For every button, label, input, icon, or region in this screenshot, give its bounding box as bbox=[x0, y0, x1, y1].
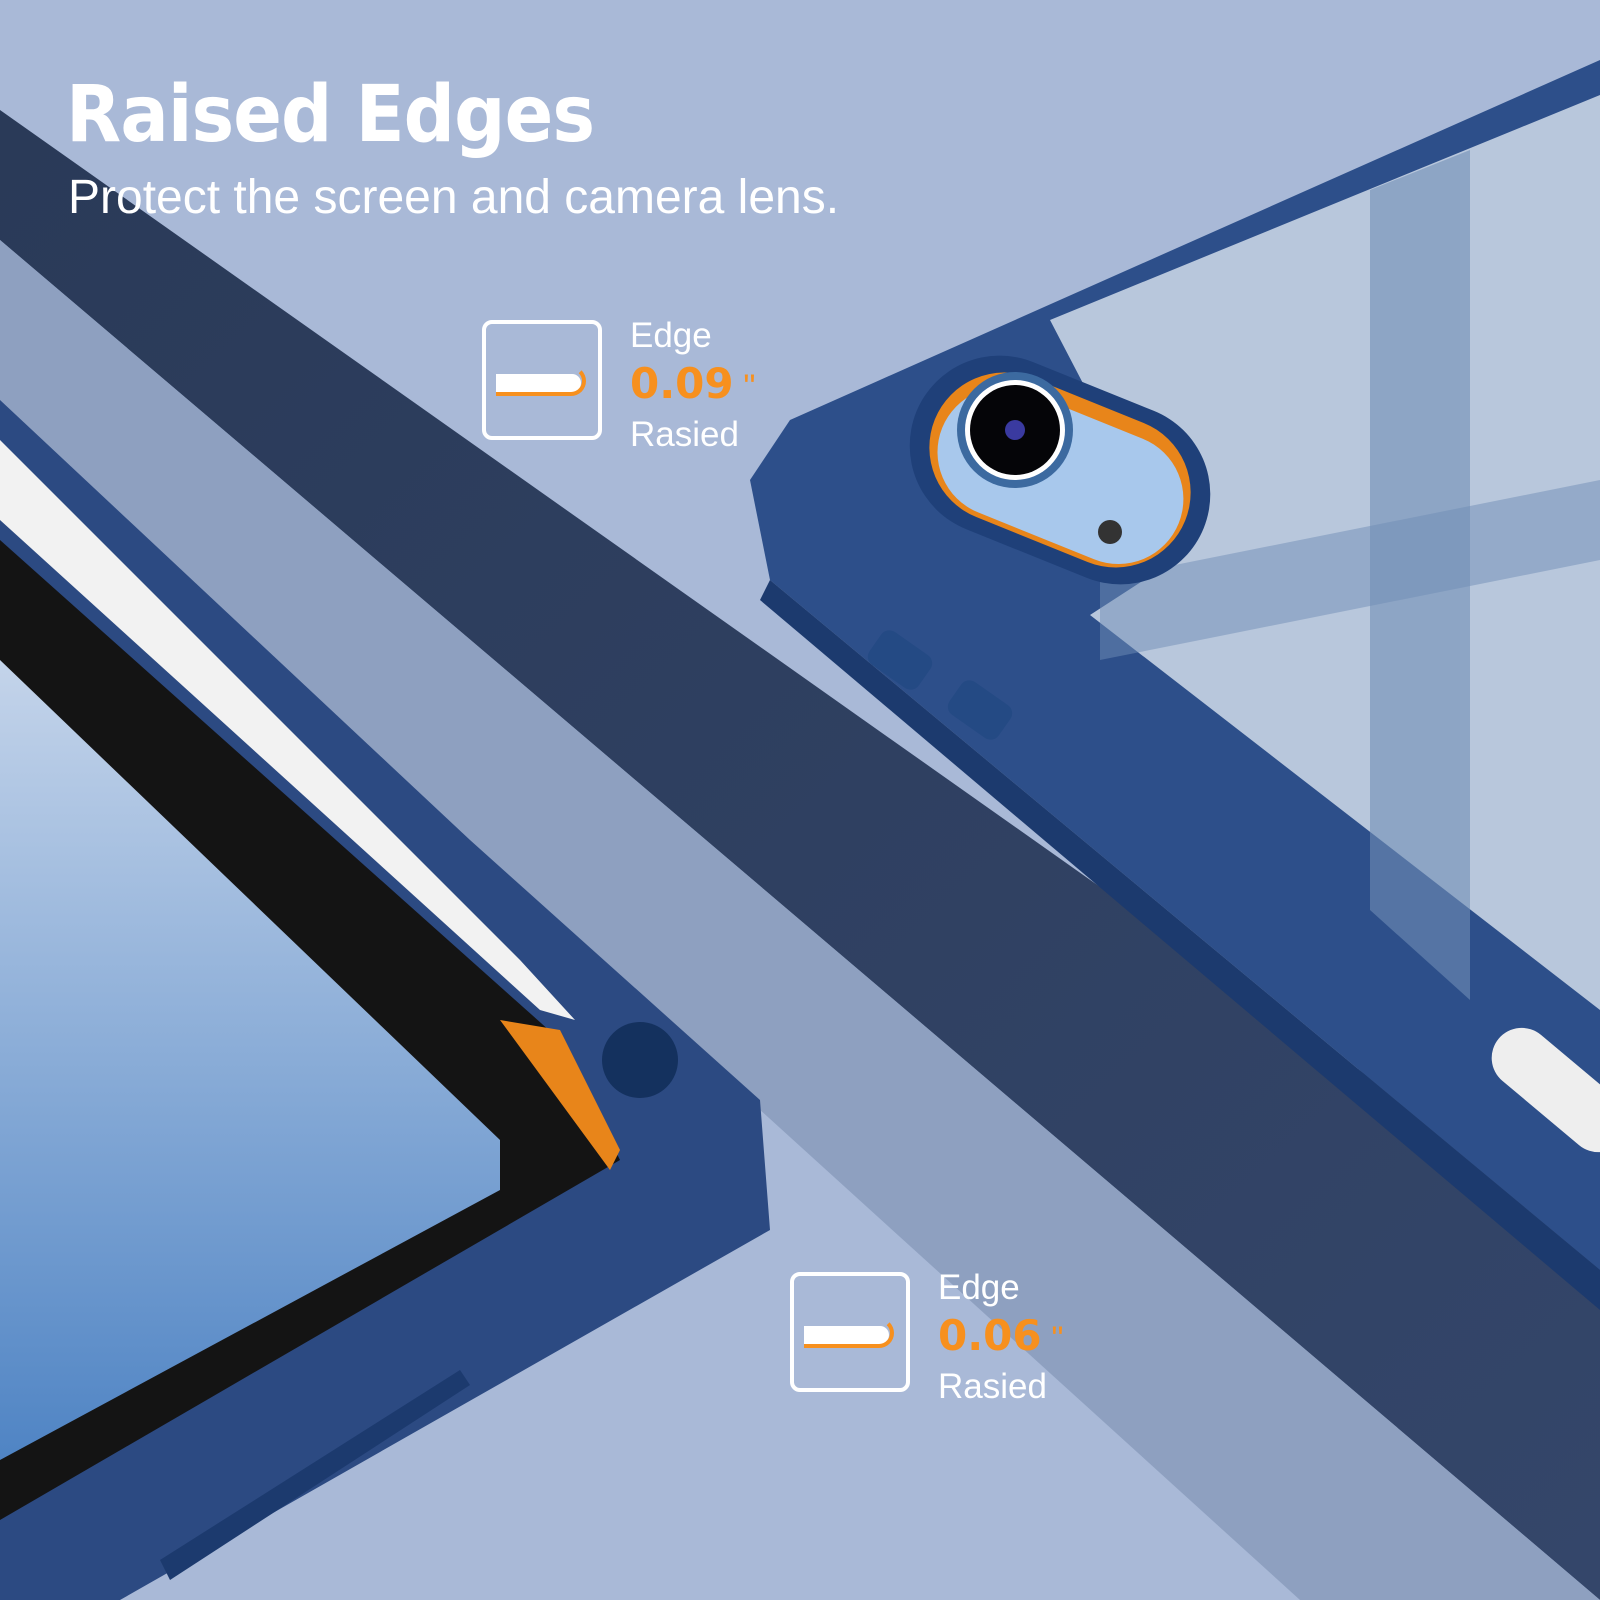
page-title: Raised Edges bbox=[66, 70, 595, 160]
callout-label: Edge bbox=[938, 1268, 1020, 1307]
tablet-right bbox=[750, 60, 1600, 1310]
callout-screen-edge: Edge 0.06 " Rasied bbox=[790, 1268, 1064, 1411]
callout-unit: " bbox=[743, 368, 756, 406]
tablet-left bbox=[0, 400, 770, 1600]
raised-edge-icon bbox=[482, 320, 602, 440]
pencil-right bbox=[1491, 1027, 1600, 1153]
lower-surface bbox=[0, 240, 1600, 1600]
callout-value: 0.06 bbox=[938, 1311, 1042, 1360]
shadow-band bbox=[0, 110, 1600, 1600]
page-subtitle: Protect the screen and camera lens. bbox=[68, 171, 840, 224]
callout-label: Edge bbox=[630, 316, 712, 355]
raised-edge-icon bbox=[790, 1272, 910, 1392]
volume-down-button bbox=[947, 680, 1013, 740]
callout-value: 0.09 bbox=[630, 359, 734, 408]
volume-up-button bbox=[867, 630, 933, 690]
callout-caption: Rasied bbox=[630, 415, 739, 454]
pencil-left bbox=[0, 440, 575, 1020]
callout-unit: " bbox=[1051, 1320, 1064, 1358]
callout-camera-edge: Edge 0.09 " Rasied bbox=[482, 316, 756, 459]
callout-caption: Rasied bbox=[938, 1367, 1047, 1406]
